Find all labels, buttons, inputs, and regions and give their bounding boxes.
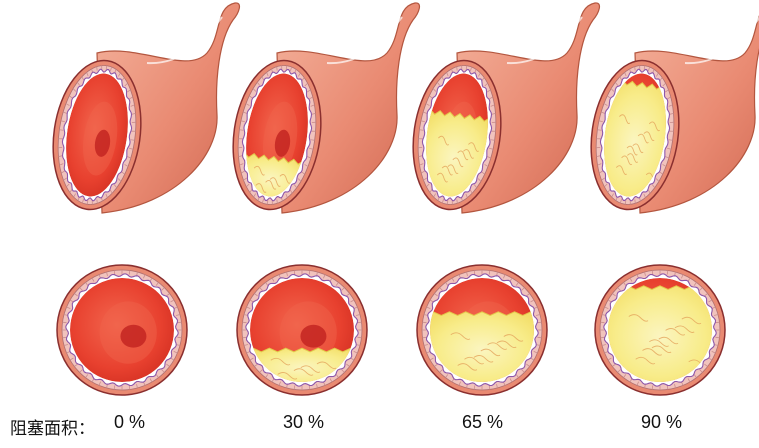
stage-label-65: 65 %	[462, 412, 504, 432]
lumen-cross-section-3	[608, 278, 712, 382]
vessel-cross-section-3	[594, 264, 726, 396]
lumen-cross-section-2	[430, 278, 534, 382]
vessel-longitudinal-1	[232, 2, 421, 214]
vessel-cross-section-0	[56, 264, 188, 396]
lumen-cross-section-0	[70, 278, 174, 382]
lumen-longitudinal-0	[66, 73, 128, 197]
vessel-longitudinal-2	[412, 2, 601, 214]
vessel-longitudinal-0	[52, 2, 241, 214]
occlusion-area-label: 阻塞面积：	[10, 419, 95, 439]
stage-label-90: 90 %	[641, 412, 683, 432]
stage-label-30: 30 %	[283, 412, 325, 432]
vessel-cross-section-2	[416, 264, 548, 396]
vessel-longitudinal-3	[590, 15, 759, 214]
vessel-cross-section-1	[236, 264, 368, 396]
stage-label-0: 0 %	[114, 412, 146, 432]
